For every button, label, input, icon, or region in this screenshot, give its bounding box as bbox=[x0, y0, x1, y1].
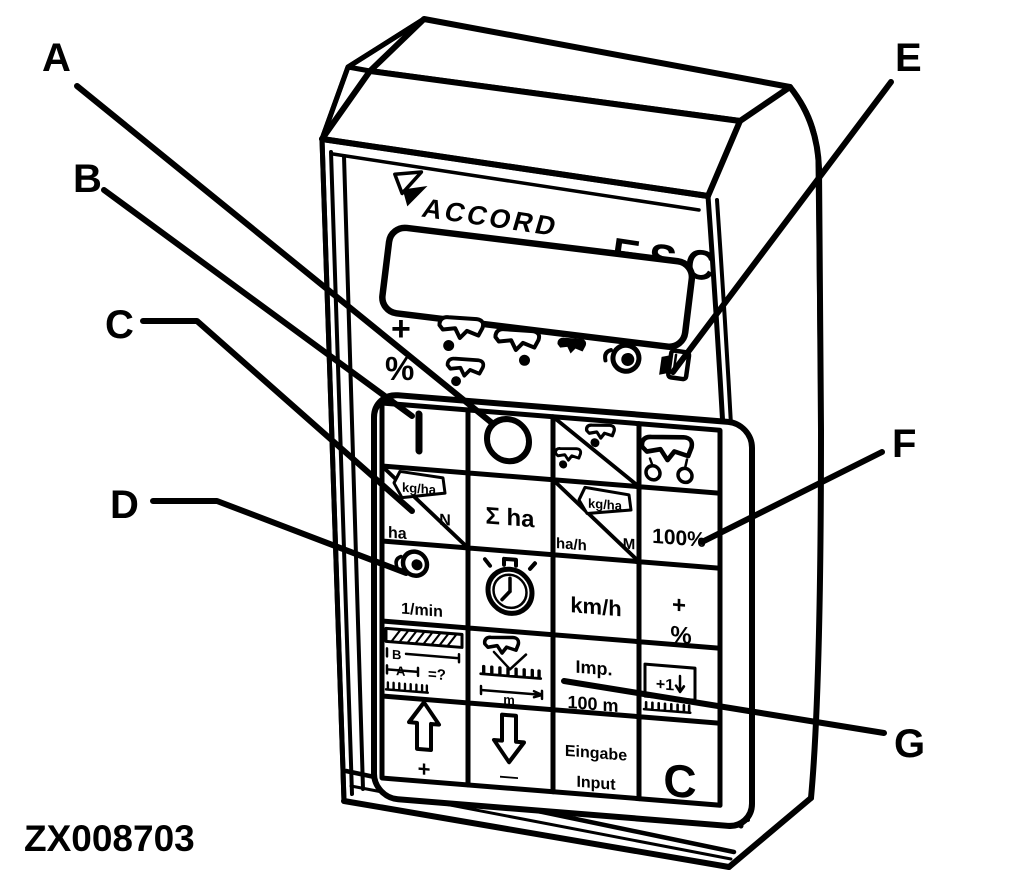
key-rate-right-label: N bbox=[439, 511, 451, 530]
callout-line-g bbox=[561, 678, 887, 736]
key-rate: kg/ha N ha bbox=[380, 463, 470, 550]
callout-letter-b: B bbox=[73, 157, 102, 201]
key-mode-top-label: kg/ha bbox=[588, 496, 623, 514]
key-rate-bottom-label: ha bbox=[388, 524, 408, 544]
base-bottom-edge bbox=[341, 798, 732, 870]
callout-letters: A B C D E F G bbox=[42, 36, 925, 766]
callout-line-c bbox=[140, 318, 415, 514]
key-mode-right-label: M bbox=[623, 535, 635, 553]
key-calibration-a: A bbox=[396, 663, 406, 679]
key-decrease: — bbox=[492, 712, 526, 787]
right-side-edge bbox=[787, 84, 824, 801]
callout-line-d bbox=[150, 498, 409, 576]
key-percent-pct: % bbox=[670, 621, 691, 650]
svg-text:100%: 100% bbox=[652, 525, 706, 552]
callout-line-a bbox=[74, 83, 495, 426]
key-width-label: m bbox=[503, 692, 515, 708]
callout-letter-d: D bbox=[110, 483, 139, 527]
key-input-top: Eingabe bbox=[565, 742, 627, 765]
bezel-left-line-2 bbox=[342, 154, 365, 791]
callout-lines bbox=[74, 79, 894, 736]
callout-letter-g: G bbox=[894, 722, 925, 766]
key-calibration-b: B bbox=[392, 647, 401, 663]
key-increase-label: + bbox=[418, 756, 431, 782]
arrow-up-icon bbox=[407, 700, 441, 752]
front-left-edge bbox=[319, 136, 347, 804]
key-mode-bottom-label: ha/h bbox=[556, 535, 587, 554]
svg-text:km/h: km/h bbox=[570, 592, 621, 621]
callout-line-e bbox=[670, 79, 894, 375]
keypad-panel: kg/ha N ha Σ ha kg/ha ha/h M 100% 1/min bbox=[371, 392, 755, 829]
spreader-icon-2 bbox=[491, 324, 542, 366]
lid-left-bevel bbox=[319, 16, 427, 142]
key-impulse: Imp. 100 m bbox=[567, 657, 618, 716]
key-clear: C bbox=[663, 754, 696, 809]
key-percent-step: + % bbox=[670, 591, 691, 650]
spreader-icon-1b bbox=[444, 354, 486, 387]
accord-logo-icon bbox=[393, 170, 428, 207]
fan-icon bbox=[603, 342, 642, 374]
key-spreader-both bbox=[642, 434, 692, 485]
figure-id: ZX008703 bbox=[24, 818, 195, 859]
key-stopwatch bbox=[483, 556, 537, 616]
side-bottom-edge bbox=[726, 795, 814, 870]
front-top-edge bbox=[319, 136, 711, 199]
key-mode: kg/ha ha/h M bbox=[551, 477, 641, 564]
svg-text:Σ ha: Σ ha bbox=[485, 502, 535, 533]
key-fan-label: 1/min bbox=[401, 600, 443, 621]
arrow-down-icon bbox=[492, 712, 526, 765]
callout-letter-f: F bbox=[892, 422, 916, 466]
key-rate-top-label: kg/ha bbox=[402, 480, 437, 498]
callout-letter-e: E bbox=[895, 36, 922, 80]
bezel-inner-top bbox=[331, 152, 701, 212]
key-plus-one: +1 bbox=[642, 662, 697, 715]
key-calibration: B A =? bbox=[384, 626, 464, 694]
key-fan-speed: 1/min bbox=[394, 549, 443, 621]
key-total-area: Σ ha bbox=[485, 502, 535, 533]
callout-letter-c: C bbox=[105, 303, 134, 347]
key-impulse-top: Imp. bbox=[576, 657, 613, 680]
key-calibration-q: =? bbox=[428, 666, 446, 684]
callout-letter-a: A bbox=[42, 36, 71, 80]
key-input-bottom: Input bbox=[576, 773, 616, 794]
key-hundred-percent: 100% bbox=[652, 525, 706, 552]
spreader-icon-1 bbox=[435, 312, 486, 352]
svg-text:C: C bbox=[663, 754, 696, 809]
key-input: Eingabe Input bbox=[565, 742, 627, 794]
key-start-circle bbox=[484, 416, 532, 465]
key-plus-one-label: +1 bbox=[656, 675, 674, 694]
key-speed: km/h bbox=[570, 592, 621, 621]
callout-line-f bbox=[699, 449, 885, 545]
callout-line-b bbox=[101, 187, 415, 419]
key-spreader-select bbox=[551, 414, 641, 489]
key-impulse-bottom: 100 m bbox=[567, 692, 618, 716]
indicator-plus: + bbox=[391, 310, 411, 348]
key-percent-plus: + bbox=[672, 591, 686, 619]
bezel-left-line-1 bbox=[329, 150, 354, 796]
key-increase: + bbox=[407, 700, 441, 782]
key-decrease-label: — bbox=[500, 766, 519, 787]
key-working-width: m bbox=[479, 633, 544, 708]
